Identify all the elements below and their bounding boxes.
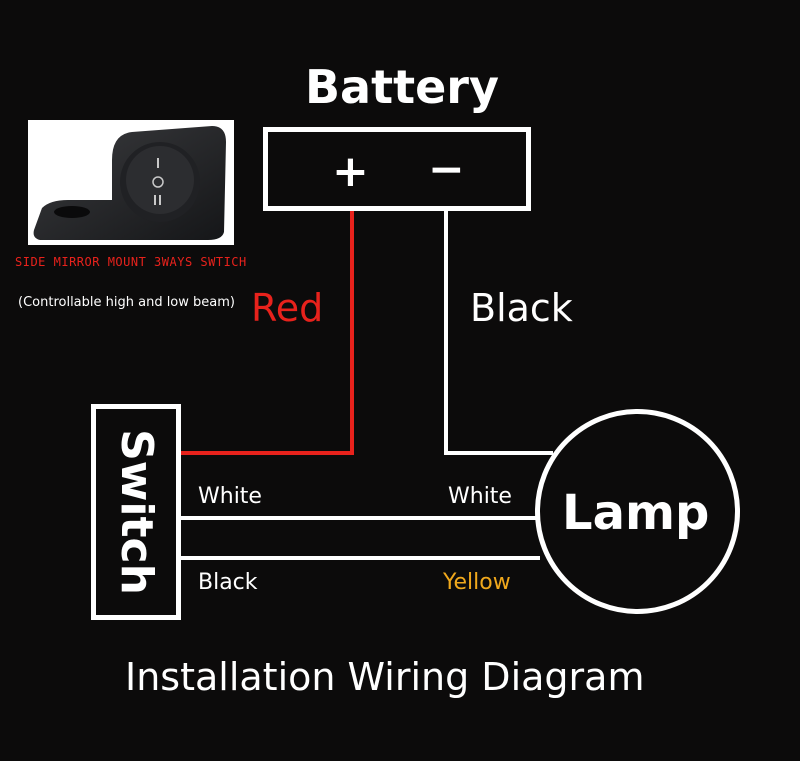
white-wire-switch-label: White — [198, 484, 262, 509]
battery-positive-terminal: + — [332, 146, 369, 197]
diagram-title: Installation Wiring Diagram — [125, 655, 645, 699]
black-battery-wire — [444, 211, 553, 455]
red-wire — [181, 211, 354, 455]
rocker-switch-photo — [28, 120, 234, 245]
lamp-label: Lamp — [562, 485, 710, 541]
battery-title: Battery — [305, 60, 499, 114]
black-wire-label: Black — [470, 286, 573, 330]
switch-note: (Controllable high and low beam) — [18, 295, 235, 310]
switch-description: SIDE MIRROR MOUNT 3WAYS SWTICH — [15, 255, 247, 269]
battery-negative-terminal: − — [428, 144, 465, 195]
yellow-wire-lamp-label: Yellow — [443, 570, 511, 595]
white-wire-lamp-label: White — [448, 484, 512, 509]
switch-label: Switch — [111, 429, 162, 595]
lamp-circle — [535, 409, 740, 614]
battery-box — [263, 127, 531, 211]
red-wire-label: Red — [251, 286, 324, 330]
black-wire-switch-label: Black — [198, 570, 258, 595]
switch-box — [91, 404, 181, 620]
